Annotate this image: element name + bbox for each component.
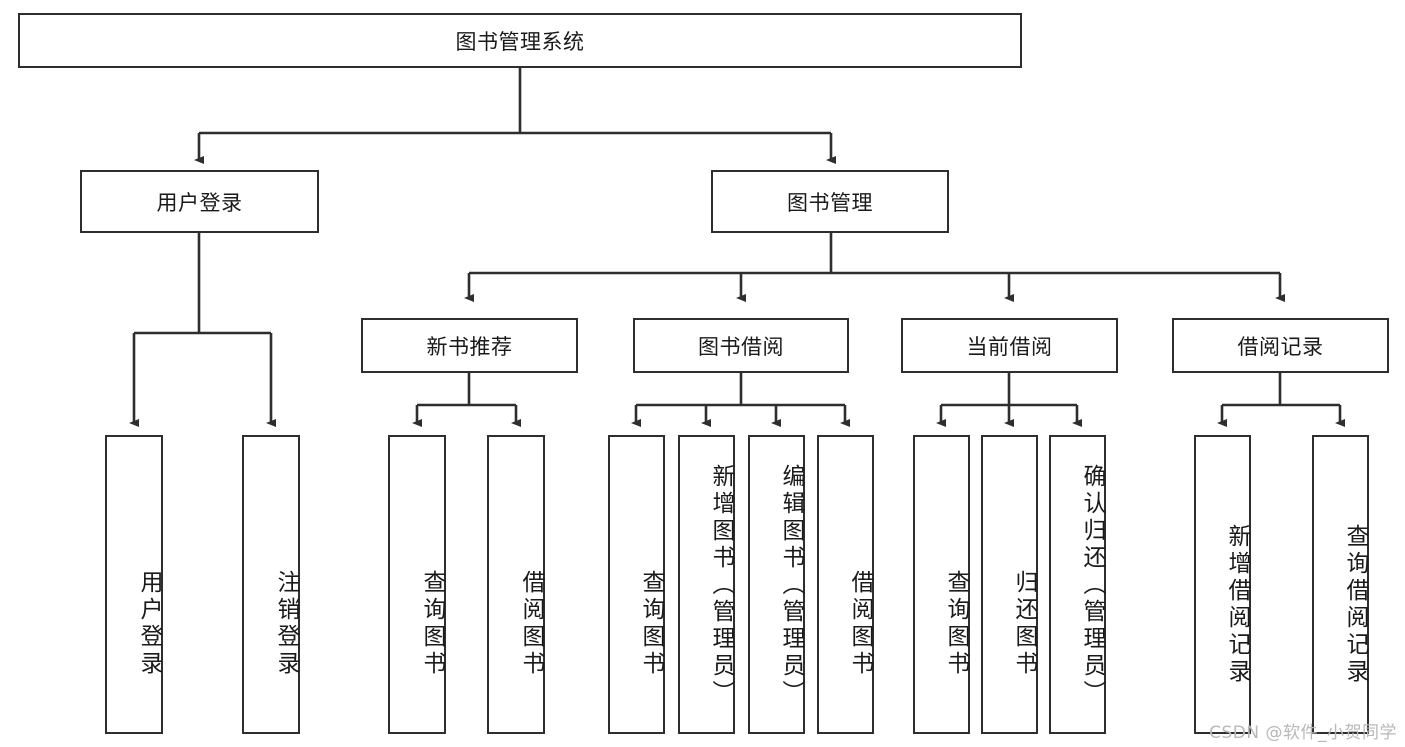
- leaf-query-book-recommend[interactable]: 查询图书: [388, 435, 446, 734]
- node-book-manage[interactable]: 图书管理: [711, 170, 949, 233]
- node-label: 查询图书: [943, 569, 969, 678]
- node-label: 归还图书: [1011, 569, 1037, 678]
- node-label: 用户登录: [156, 190, 243, 215]
- node-label: 查询图书: [638, 569, 664, 678]
- node-label: 当前借阅: [966, 334, 1053, 359]
- node-label: 借阅记录: [1237, 334, 1324, 359]
- leaf-logout-login[interactable]: 注销登录: [242, 435, 300, 734]
- node-label: 图书管理系统: [455, 29, 585, 54]
- leaf-query-borrow-record[interactable]: 查询借阅记录: [1312, 435, 1369, 734]
- leaf-borrow-book-recommend[interactable]: 借阅图书: [487, 435, 545, 734]
- leaf-edit-book-admin[interactable]: 编辑图书（管理员）: [748, 435, 805, 734]
- node-root-system[interactable]: 图书管理系统: [18, 13, 1022, 68]
- node-book-borrow[interactable]: 图书借阅: [633, 318, 849, 373]
- node-label: 借阅图书: [847, 569, 873, 678]
- leaf-query-book-current[interactable]: 查询图书: [913, 435, 970, 734]
- node-label: 用户登录: [136, 569, 162, 678]
- node-label: 借阅图书: [518, 569, 544, 678]
- node-label: 编辑图书（管理员）: [778, 464, 804, 707]
- csdn-watermark: CSDN @软件_小贺同学: [1209, 723, 1397, 743]
- leaf-return-book[interactable]: 归还图书: [981, 435, 1038, 734]
- node-label: 确认归还（管理员）: [1079, 464, 1105, 707]
- node-label: 新增借阅记录: [1224, 523, 1250, 686]
- leaf-confirm-return-admin[interactable]: 确认归还（管理员）: [1049, 435, 1106, 734]
- leaf-borrow-book[interactable]: 借阅图书: [817, 435, 874, 734]
- leaf-user-login[interactable]: 用户登录: [105, 435, 163, 734]
- leaf-query-book-borrow[interactable]: 查询图书: [608, 435, 665, 734]
- node-borrow-record[interactable]: 借阅记录: [1172, 318, 1389, 373]
- node-label: 新增图书（管理员）: [708, 464, 734, 707]
- node-label: 查询借阅记录: [1342, 523, 1368, 686]
- node-user-login[interactable]: 用户登录: [80, 170, 319, 233]
- node-label: 新书推荐: [426, 334, 513, 359]
- leaf-add-book-admin[interactable]: 新增图书（管理员）: [678, 435, 735, 734]
- node-label: 注销登录: [273, 569, 299, 678]
- node-label: 查询图书: [419, 569, 445, 678]
- node-current-borrow[interactable]: 当前借阅: [901, 318, 1118, 373]
- node-new-book-recommend[interactable]: 新书推荐: [361, 318, 578, 373]
- node-label: 图书借阅: [698, 334, 784, 359]
- node-label: 图书管理: [787, 190, 873, 215]
- leaf-add-borrow-record[interactable]: 新增借阅记录: [1194, 435, 1251, 734]
